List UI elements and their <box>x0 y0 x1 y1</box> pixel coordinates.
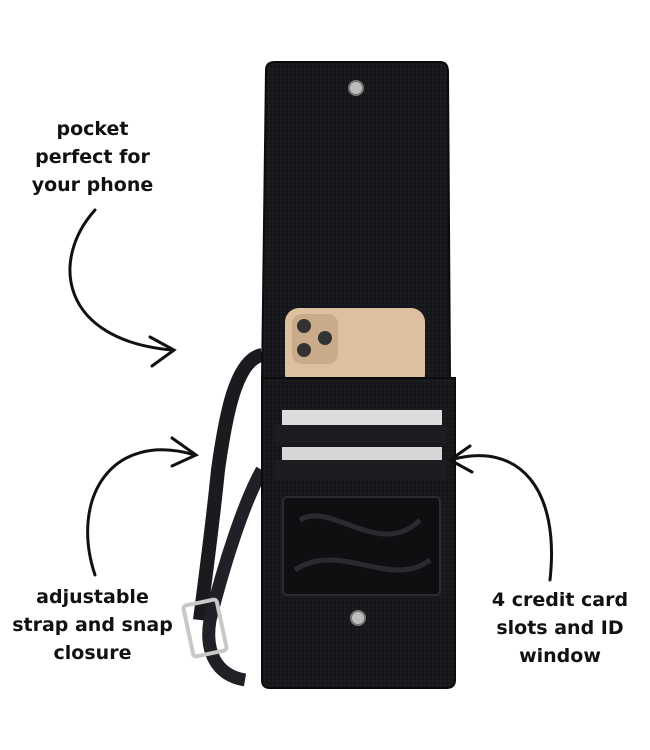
snap-bottom <box>350 610 366 626</box>
arrow-strap <box>86 436 199 577</box>
annotation-strap: adjustable strap and snap closure <box>12 586 173 664</box>
annotation-cards: 4 credit card slots and ID window <box>491 589 629 667</box>
card-slot-1 <box>282 410 442 427</box>
arrow-cards <box>447 444 553 582</box>
strap <box>181 348 268 687</box>
annotation-phone-pocket: pocket perfect for your phone <box>31 118 154 196</box>
arrow-phone <box>68 208 177 368</box>
arrows <box>68 208 553 582</box>
card-slot-2 <box>282 447 442 462</box>
phone <box>285 308 425 388</box>
buckle <box>181 597 229 659</box>
id-window <box>282 496 441 596</box>
wallet-flap <box>260 61 452 381</box>
snap-top <box>348 80 364 96</box>
